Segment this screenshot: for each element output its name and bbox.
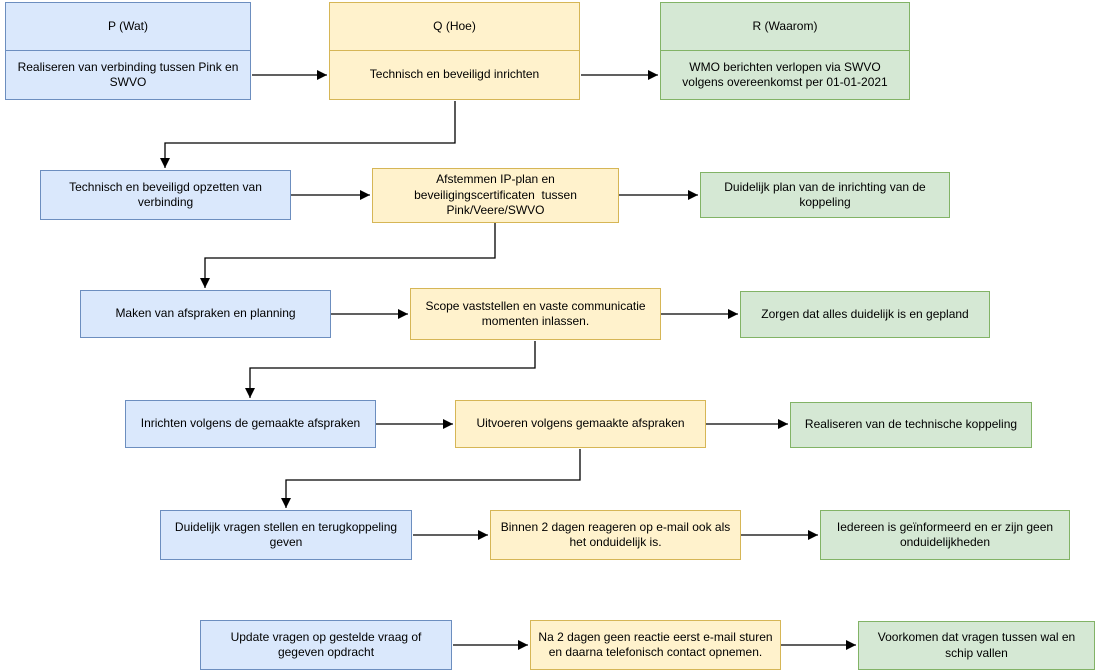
node-waarom-row2: Duidelijk plan van de inrichting van de … [700,172,950,218]
connector-row1-to-row2 [160,101,456,168]
node-wat-row6: Update vragen op gestelde vraag of gegev… [200,620,452,670]
node-hoe-row3: Scope vaststellen en vaste communicatie … [410,288,661,340]
node-hoe-row4: Uitvoeren volgens gemaakte afspraken [455,400,706,448]
connector-row2-to-row3 [200,223,496,288]
node-wat-row2: Technisch en beveiligd opzetten van verb… [40,170,291,220]
node-waarom-row6: Voorkomen dat vragen tussen wal en schip… [858,621,1095,670]
node-waarom-row5: Iedereen is geïnformeerd en er zijn geen… [820,510,1070,560]
node-waarom-row4: Realiseren van de technische koppeling [790,402,1032,448]
node-p-wat: P (Wat) Realiseren van verbinding tussen… [5,2,251,100]
node-p-wat-body: Realiseren van verbinding tussen Pink en… [17,59,242,89]
node-hoe-row5: Binnen 2 dagen reageren op e-mail ook al… [490,510,741,560]
node-r-waarom-title: R (Waarom) [661,3,909,51]
connector-row3-to-row4 [245,341,536,398]
node-hoe-row6: Na 2 dagen geen reactie eerst e-mail stu… [530,620,781,670]
node-waarom-row3: Zorgen dat alles duidelijk is en gepland [740,291,990,338]
node-hoe-row2: Afstemmen IP-plan en beveiligingscertifi… [372,168,619,223]
node-wat-row5: Duidelijk vragen stellen en terugkoppeli… [160,510,412,560]
node-q-hoe-title: Q (Hoe) [330,3,579,51]
node-q-hoe: Q (Hoe) Technisch en beveiligd inrichten [329,2,580,100]
node-r-waarom-body: WMO berichten verlopen via SWVO volgens … [682,59,888,89]
node-wat-row3: Maken van afspraken en planning [80,290,331,338]
node-p-wat-title: P (Wat) [6,3,250,51]
connector-row4-to-row5 [281,449,581,508]
node-q-hoe-body: Technisch en beveiligd inrichten [369,67,540,82]
node-wat-row4: Inrichten volgens de gemaakte afspraken [125,400,376,448]
node-r-waarom: R (Waarom) WMO berichten verlopen via SW… [660,2,910,100]
